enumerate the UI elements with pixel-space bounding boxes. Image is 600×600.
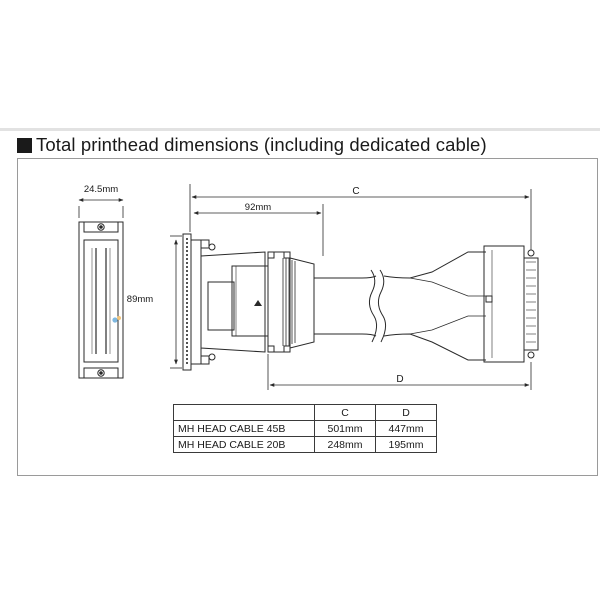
side-view: [170, 184, 539, 390]
square-bullet-icon: [17, 137, 32, 153]
table-row: MH HEAD CABLE 45B 501mm 447mm: [173, 420, 437, 437]
top-divider: [0, 128, 600, 131]
section-title: Total printhead dimensions (including de…: [36, 134, 487, 155]
table-row: MH HEAD CABLE 20B 248mm 195mm: [173, 436, 437, 453]
table-header-cell: C: [314, 404, 376, 421]
width-dimension-label: 24.5mm: [84, 184, 118, 195]
c-value-cell: 248mm: [314, 436, 376, 453]
d-dimension-label: D: [396, 374, 403, 385]
table-header-cell: D: [375, 404, 437, 421]
cable-name-cell: MH HEAD CABLE 20B: [173, 436, 315, 453]
d-value-cell: 447mm: [375, 420, 437, 437]
cable-dimension-table: C D MH HEAD CABLE 45B 501mm 447mm MH HEA…: [173, 404, 437, 453]
table-header-cell: [173, 404, 315, 421]
section-heading: Total printhead dimensions (including de…: [17, 133, 487, 157]
c-value-cell: 501mm: [314, 420, 376, 437]
offset-dimension-label: 92mm: [245, 202, 271, 213]
height-dimension-label: 89mm: [127, 294, 153, 305]
cable-name-cell: MH HEAD CABLE 45B: [173, 420, 315, 437]
table-header-row: C D: [173, 404, 437, 421]
d-value-cell: 195mm: [375, 436, 437, 453]
c-dimension-label: C: [352, 186, 359, 197]
front-view: [78, 198, 124, 379]
